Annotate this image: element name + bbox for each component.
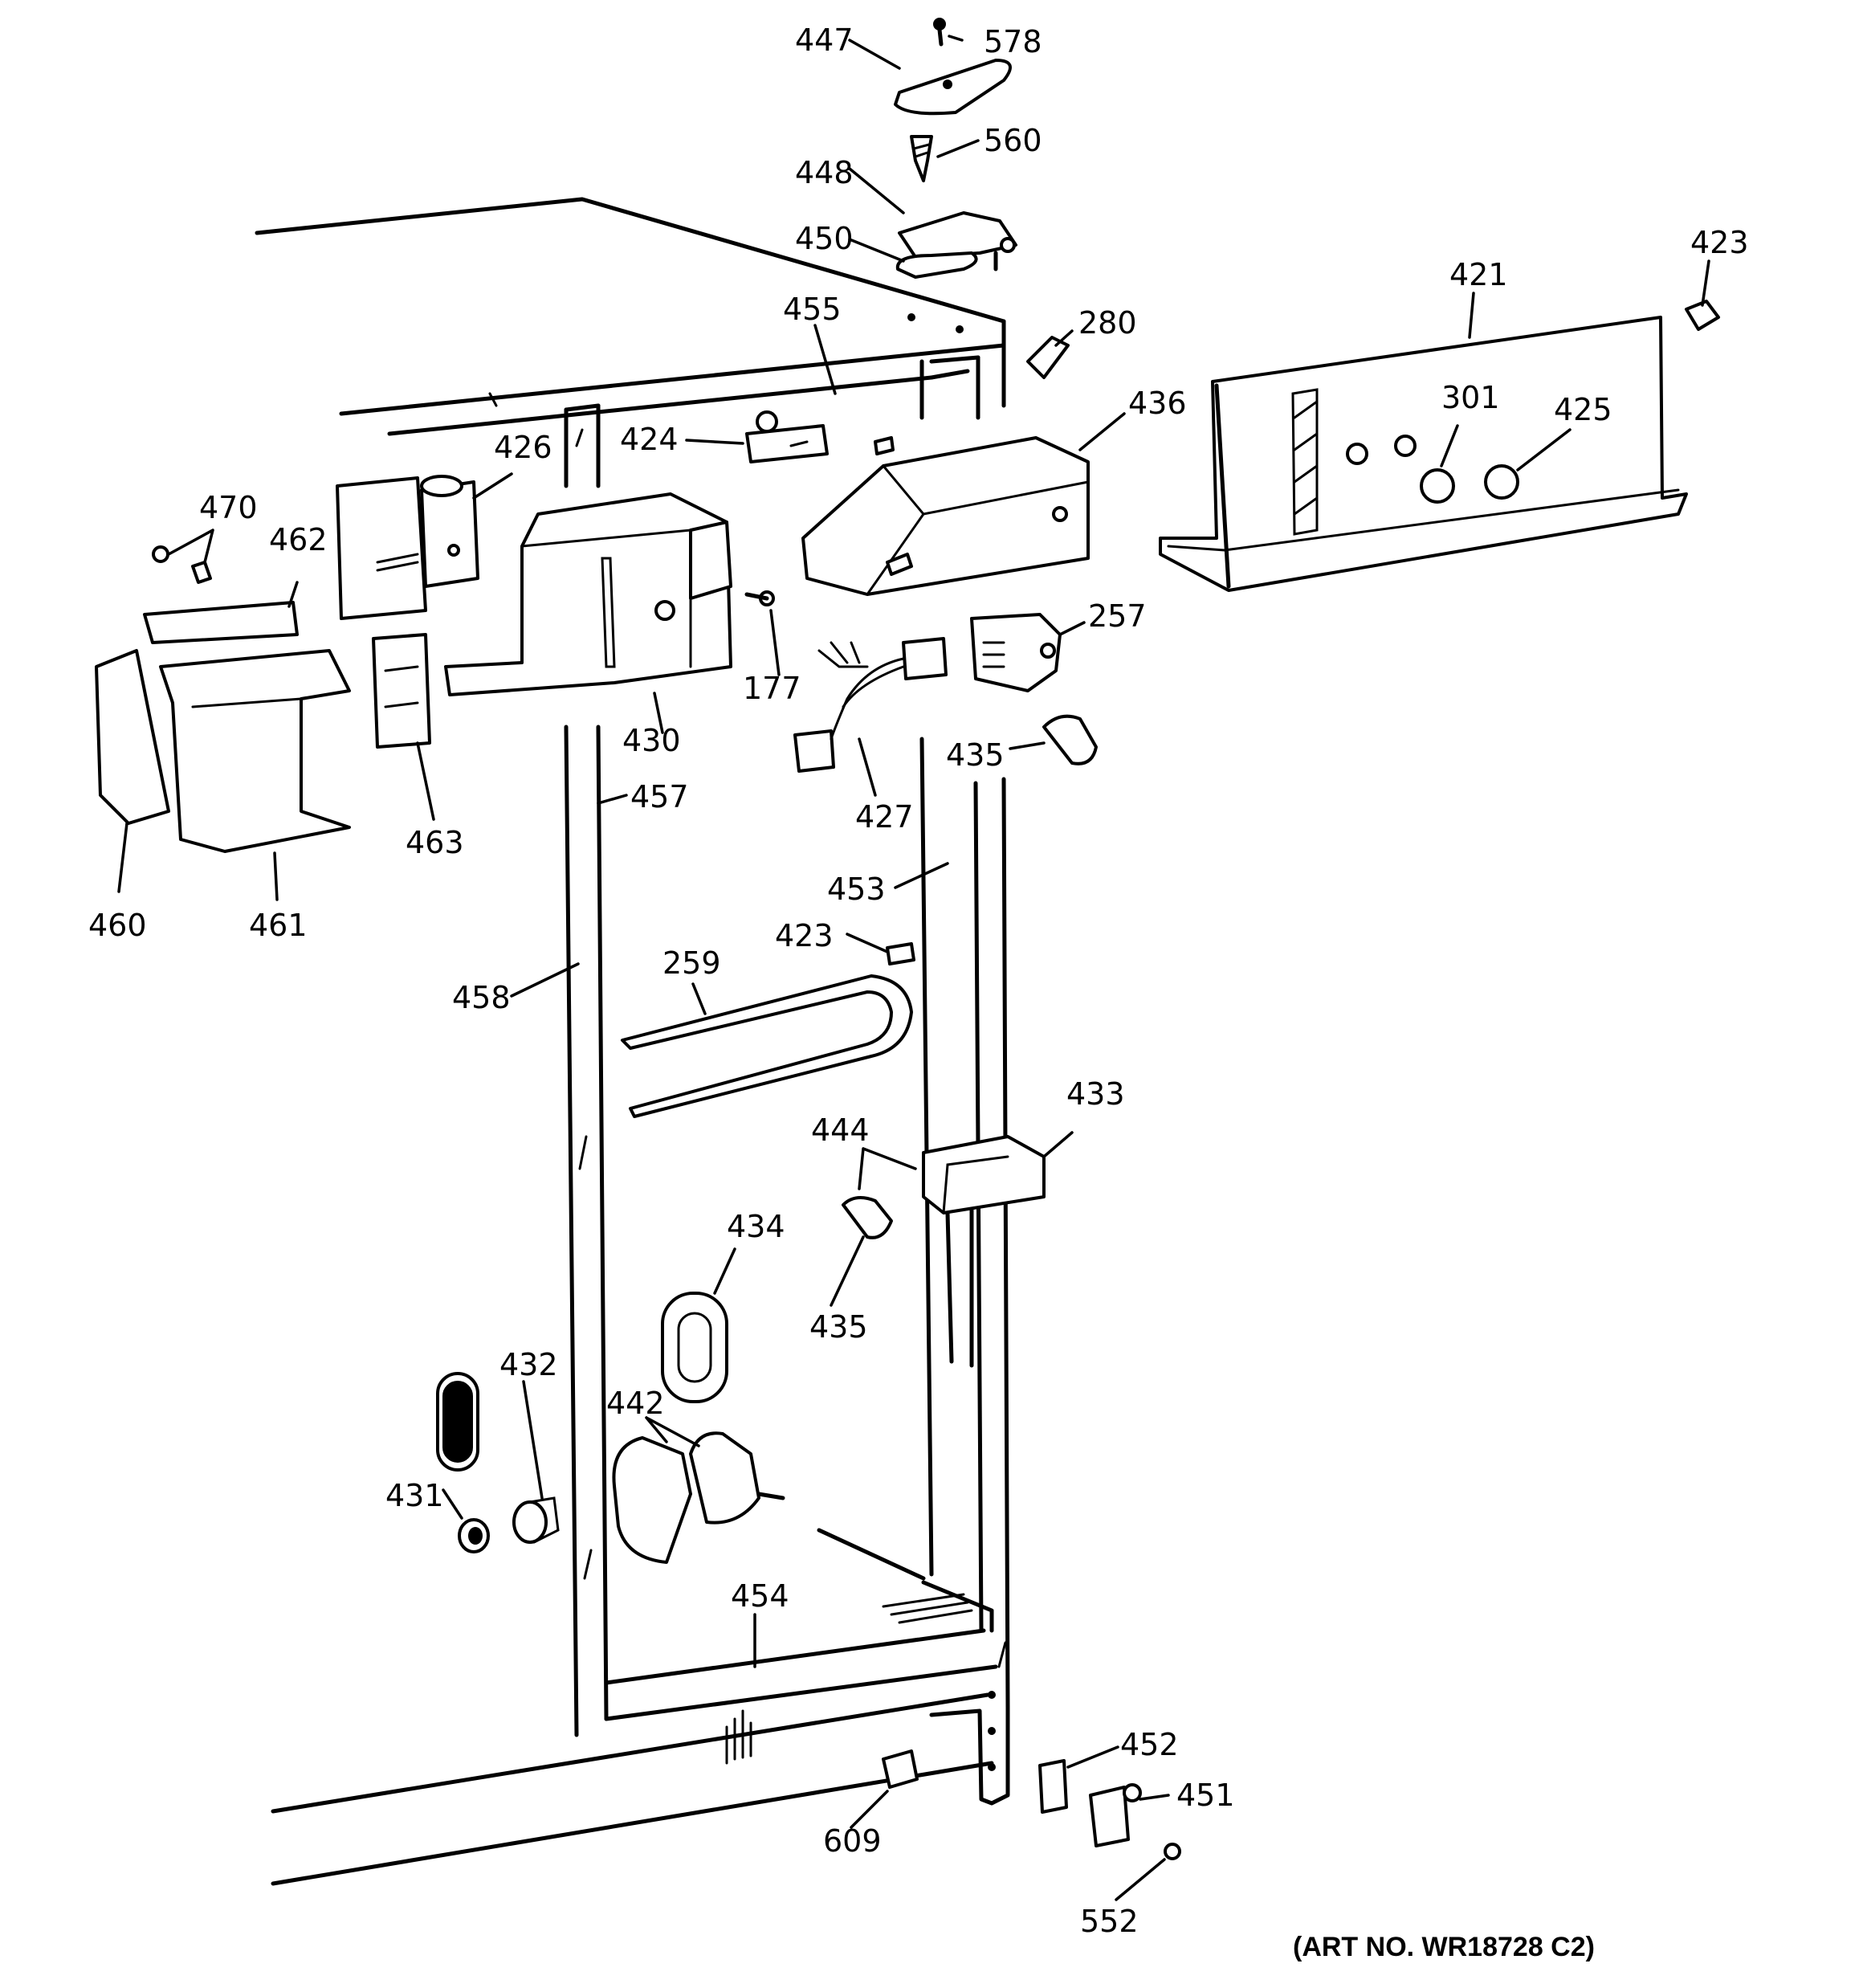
callout-432: 432: [499, 1347, 558, 1382]
part-609: [882, 1749, 919, 1789]
callout-433: 433: [1066, 1076, 1125, 1112]
top-hinge-cover: [894, 59, 1012, 116]
callout-424: 424: [620, 422, 679, 457]
part-463: [372, 633, 431, 749]
callout-454: 454: [731, 1578, 789, 1614]
callout-444: 444: [811, 1112, 870, 1148]
callout-434: 434: [727, 1209, 785, 1244]
callout-435-upper: 435: [946, 737, 1005, 773]
leader-lines: [117, 35, 1710, 1901]
callout-177: 177: [743, 671, 801, 706]
control-panel: [1159, 316, 1688, 592]
callout-470: 470: [199, 490, 258, 525]
callout-431: 431: [385, 1478, 444, 1513]
timer-257: [970, 613, 1062, 692]
housing-436: [801, 436, 1090, 596]
callout-448: 448: [795, 155, 854, 190]
callout-426: 426: [494, 430, 552, 465]
screw-552: [1164, 1843, 1181, 1860]
part-280: [1026, 336, 1070, 379]
callout-430: 430: [622, 723, 681, 758]
callout-427: 427: [855, 799, 914, 835]
bushing-432: [512, 1496, 560, 1544]
callout-552: 552: [1080, 1904, 1139, 1939]
callout-447: 447: [795, 22, 854, 58]
cabinet-frame: [255, 197, 1010, 1886]
callout-442: 442: [606, 1386, 665, 1421]
callout-461: 461: [249, 908, 308, 943]
harness-427: [793, 637, 948, 773]
callout-436: 436: [1128, 386, 1187, 421]
callout-labels: 578 447 560 448 450 455 280 421 423 436 …: [88, 22, 1749, 1939]
callout-458: 458: [452, 980, 511, 1015]
callout-453: 453: [827, 872, 886, 907]
light-shield-259: [621, 974, 913, 1118]
part-426: [336, 475, 479, 620]
callout-280: 280: [1078, 305, 1137, 341]
hinge-451: [1089, 1783, 1142, 1847]
bracket-462: [143, 601, 299, 644]
art-number: (ART NO. WR18728 C2): [1293, 1932, 1595, 1962]
callout-257: 257: [1088, 598, 1147, 634]
slot-431: [436, 1372, 479, 1472]
plate-452: [1038, 1759, 1068, 1814]
callout-450: 450: [795, 221, 854, 256]
callout-301: 301: [1441, 380, 1500, 415]
knob-431: [458, 1518, 490, 1553]
lamp-socket-435-upper: [1042, 714, 1098, 765]
dispenser-box-430: [444, 492, 732, 696]
callout-421: 421: [1449, 257, 1508, 292]
shim-450: [895, 251, 978, 279]
callout-457: 457: [630, 779, 689, 814]
screw-177: [744, 590, 775, 606]
part-460: [95, 649, 170, 825]
callout-578: 578: [984, 24, 1042, 59]
callout-425: 425: [1554, 392, 1612, 427]
callout-423-mid: 423: [775, 918, 834, 953]
callout-423-top: 423: [1690, 225, 1749, 260]
screw-560: [910, 135, 933, 182]
screw-578: [933, 18, 946, 47]
lamp-socket-435-lower: [842, 1196, 893, 1239]
callout-455: 455: [783, 292, 842, 327]
lamp-socket-423-top: [1685, 300, 1720, 331]
lamp-socket-423-mid: [886, 942, 915, 965]
callout-560: 560: [984, 123, 1042, 158]
callout-460: 460: [88, 908, 147, 943]
grill-434: [661, 1292, 728, 1403]
callout-462: 462: [269, 522, 328, 557]
callout-452: 452: [1120, 1727, 1179, 1762]
part-461: [159, 649, 351, 853]
fan-442: [612, 1431, 785, 1564]
screw-470: [152, 545, 212, 584]
thermostat-424: [745, 410, 829, 463]
callout-435-lower: 435: [809, 1309, 868, 1345]
callout-463: 463: [406, 825, 464, 860]
callout-259: 259: [662, 945, 721, 981]
switch-433: [922, 1135, 1046, 1368]
callout-609: 609: [823, 1823, 882, 1859]
callout-451: 451: [1176, 1778, 1235, 1813]
